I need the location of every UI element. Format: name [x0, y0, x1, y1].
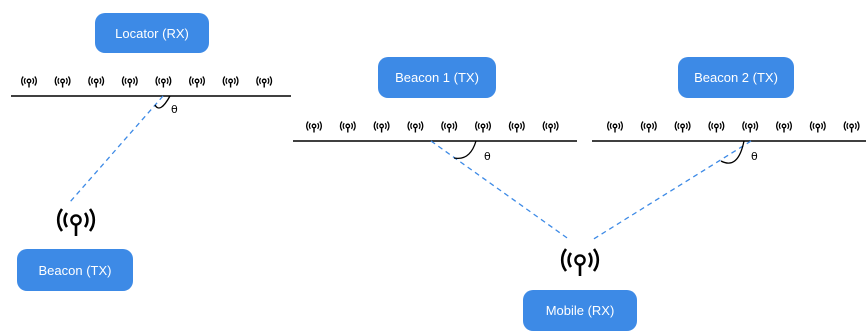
beacon-1-tx-box: Beacon 1 (TX) — [378, 57, 496, 98]
beacon-tx-label: Beacon (TX) — [38, 262, 112, 278]
antenna-icon — [708, 121, 725, 133]
beacon-2-angle-arc — [720, 140, 745, 164]
antenna-icon — [339, 121, 356, 133]
locator-rx-box: Locator (RX) — [95, 13, 209, 53]
antenna-icon — [607, 121, 623, 133]
antenna-icon — [640, 121, 657, 133]
antenna-icon — [475, 121, 491, 133]
antenna-icon — [742, 121, 759, 133]
antenna-icon — [155, 76, 172, 88]
beacon-1-signal-path — [430, 140, 571, 241]
locator-signal-path — [69, 95, 164, 203]
antenna-icon — [121, 76, 138, 88]
antenna-icon — [256, 76, 273, 88]
mobile-rx-box: Mobile (RX) — [523, 290, 637, 331]
beacon-1-tx-label: Beacon 1 (TX) — [395, 70, 479, 85]
locator-angle-arc — [154, 95, 171, 109]
beacon-2-tx-box: Beacon 2 (TX) — [678, 57, 794, 98]
beacon-1-angle-arc — [453, 140, 477, 160]
antenna-icon — [407, 121, 424, 133]
mobile-rx-label: Mobile (RX) — [545, 303, 615, 318]
antenna-icon — [222, 76, 239, 88]
antenna-icon — [542, 121, 559, 133]
antenna-icon — [843, 121, 860, 133]
antenna-icon — [776, 121, 792, 133]
antenna-icon — [373, 121, 390, 133]
antenna-icon — [809, 121, 826, 133]
antenna-icon — [21, 76, 37, 88]
beacon-2-tx-label: Beacon 2 (TX) — [694, 70, 778, 85]
antenna-icon — [441, 121, 458, 133]
locator-rx-label: Locator (RX) — [115, 25, 189, 41]
antenna-icon — [189, 76, 205, 88]
beacon-2-signal-path — [591, 140, 752, 241]
antenna-icon — [674, 121, 691, 133]
antenna-icon — [508, 121, 525, 133]
antenna-icon — [54, 76, 71, 88]
beacon-2-angle-label: θ — [751, 150, 758, 163]
beacon-tx-box: Beacon (TX) — [17, 249, 133, 291]
beacon-1-angle-label: θ — [484, 150, 491, 163]
locator-antenna-array — [21, 76, 273, 88]
locator-angle-label: θ — [171, 103, 178, 116]
antenna-icon — [88, 76, 105, 88]
beacon-2-antenna-array — [607, 121, 860, 133]
beacon-1-antenna-array — [306, 121, 559, 133]
antenna-icon — [306, 121, 322, 133]
beacon-tx-broadcast-icon — [56, 208, 96, 236]
mobile-rx-broadcast-icon — [560, 248, 600, 276]
